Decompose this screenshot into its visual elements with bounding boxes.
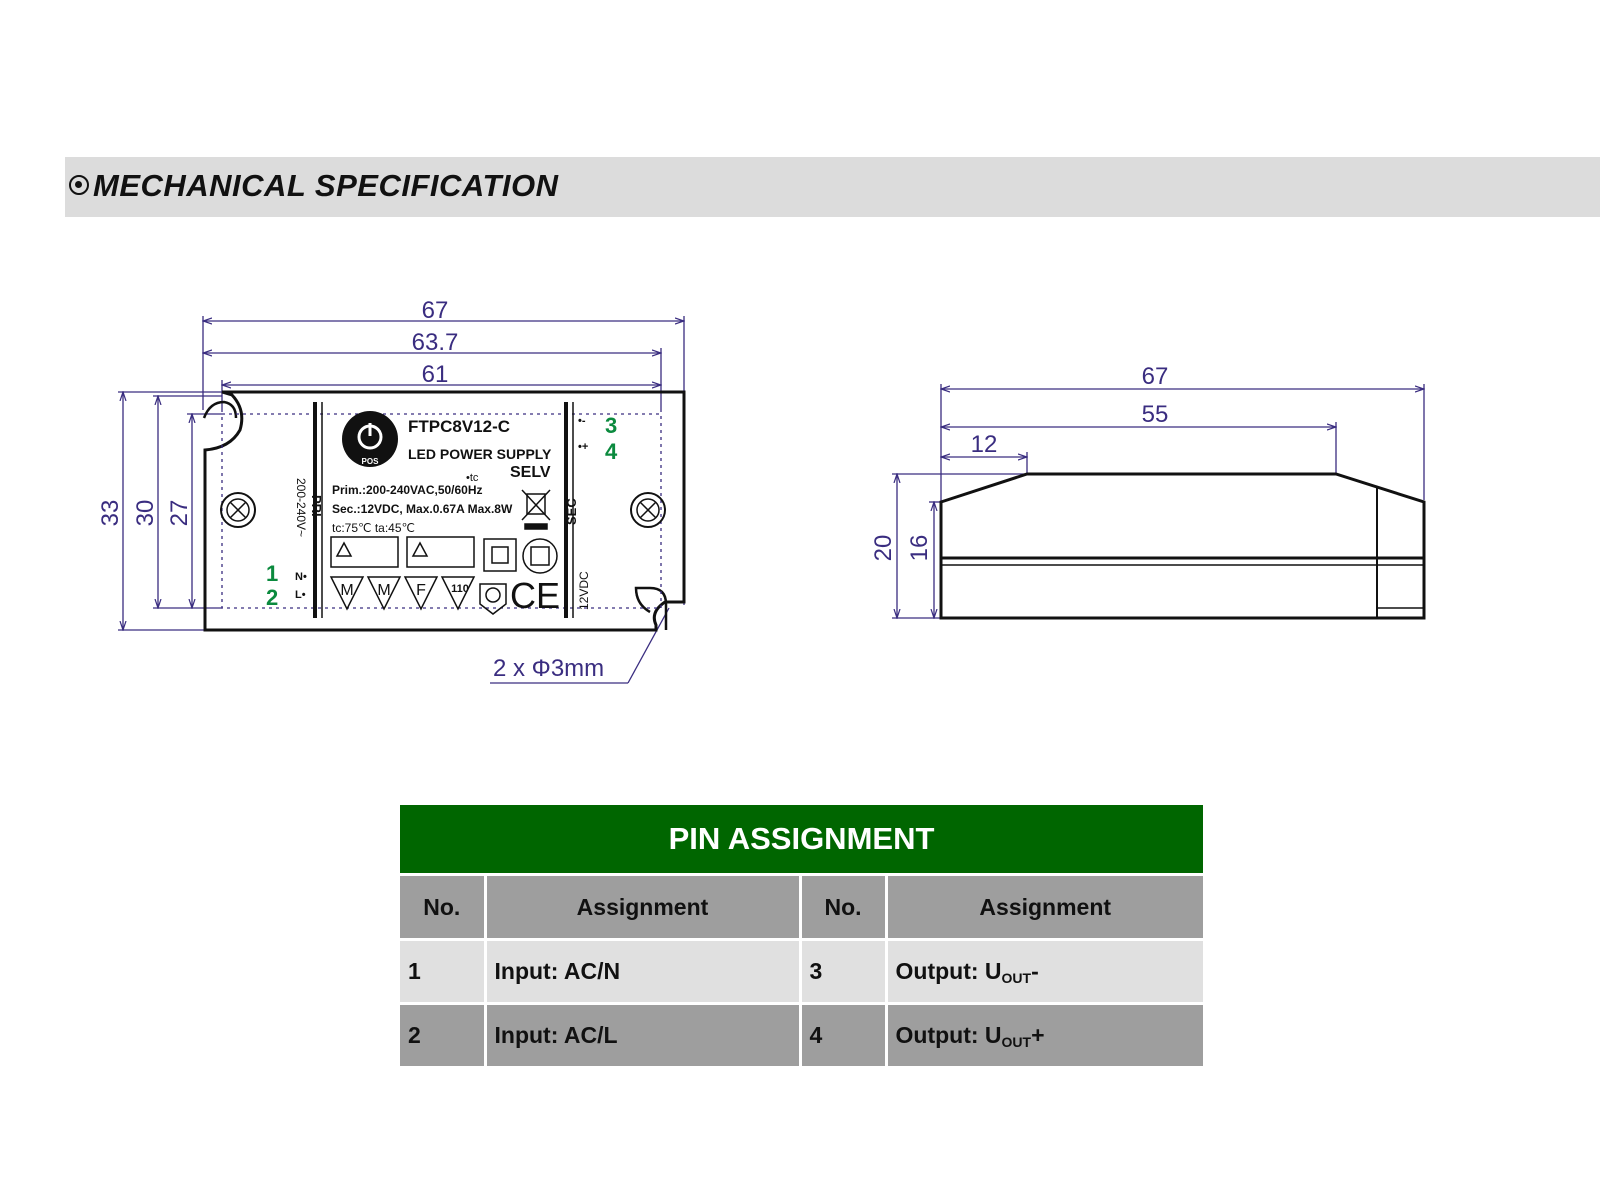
label-product: LED POWER SUPPLY xyxy=(408,446,552,462)
mark-m2: M xyxy=(377,582,390,599)
pin-cell-assignment: Input: AC/L xyxy=(485,1002,802,1066)
ring-bullet-icon xyxy=(69,174,89,195)
label-sec: Sec.:12VDC, Max.0.67A Max.8W xyxy=(332,502,513,516)
label-sec-side: SEC xyxy=(564,498,579,525)
left-screw-icon xyxy=(220,492,256,528)
pin-cell-assignment: Input: AC/N xyxy=(485,938,802,1004)
dim-height-27: 27 xyxy=(166,500,193,527)
certification-marks xyxy=(329,536,558,615)
pin-cell-no: 3 xyxy=(800,938,888,1004)
section-title: MECHANICAL SPECIFICATION xyxy=(69,168,559,204)
pin-table-header-assignment-right: Assignment xyxy=(886,873,1203,940)
ce-mark: CE xyxy=(510,575,560,616)
label-selv: SELV xyxy=(510,464,551,481)
hole-note: 2 x Φ3mm xyxy=(493,655,604,682)
table-row: 2 Input: AC/L 4 Output: UOUT+ xyxy=(400,1002,1203,1066)
label-prim: Prim.:200-240VAC,50/60Hz xyxy=(332,483,483,497)
pin-number-2: 2 xyxy=(266,585,278,610)
dim-width-67: 67 xyxy=(422,297,449,324)
table-row: 1 Input: AC/N 3 Output: UOUT- xyxy=(400,938,1203,1004)
power-logo-icon: POS xyxy=(342,411,398,467)
front-view: 67 63.7 61 33 30 27 2 x Φ3mm xyxy=(97,297,686,684)
mark-m1: M xyxy=(340,582,353,599)
mark-f: F xyxy=(416,582,426,599)
right-screw-icon xyxy=(630,492,666,528)
label-n-terminal: N• xyxy=(295,571,307,583)
pin-table-title: PIN ASSIGNMENT xyxy=(400,805,1203,875)
label-plus-terminal: •+ xyxy=(578,441,588,453)
label-pri-side: PRI xyxy=(309,495,324,517)
label-temps: tc:75℃ ta:45℃ xyxy=(332,521,415,535)
pin-number-3: 3 xyxy=(605,413,617,438)
pin-table-header-no-left: No. xyxy=(400,873,487,940)
side-dim-top-55: 55 xyxy=(1142,401,1169,428)
weee-bin-icon xyxy=(521,489,551,530)
pin-table-header-no-right: No. xyxy=(800,873,888,940)
label-model: FTPC8V12-C xyxy=(408,417,510,436)
pin-cell-no: 2 xyxy=(400,1002,487,1066)
label-minus-terminal: •- xyxy=(578,415,586,427)
pin-cell-assignment: Output: UOUT+ xyxy=(886,1002,1203,1066)
label-sec-voltage: 12VDC xyxy=(577,571,591,610)
svg-text:POS: POS xyxy=(362,457,380,466)
side-dim-chamfer-12: 12 xyxy=(971,431,998,458)
pin-cell-no: 4 xyxy=(800,1002,888,1066)
side-dim-height-20: 20 xyxy=(870,535,897,562)
pin-cell-assignment: Output: UOUT- xyxy=(886,938,1203,1004)
housing-outline xyxy=(203,390,686,632)
side-dim-length-67: 67 xyxy=(1142,363,1169,390)
side-housing-outline xyxy=(939,472,1426,620)
label-pri-voltage: 200-240V~ xyxy=(294,478,308,537)
label-tc-mark: •tc xyxy=(466,472,479,484)
side-view: 67 55 12 20 16 xyxy=(870,363,1426,620)
mark-110: 110 xyxy=(451,583,469,595)
dim-height-33: 33 xyxy=(97,500,124,527)
pin-table-header-assignment-left: Assignment xyxy=(485,873,802,940)
dim-width-63-7: 63.7 xyxy=(412,329,459,356)
dim-width-61: 61 xyxy=(422,361,449,388)
dim-height-30: 30 xyxy=(132,500,159,527)
pin-number-4: 4 xyxy=(605,439,618,464)
pin-number-1: 1 xyxy=(266,561,278,586)
pin-assignment-table: PIN ASSIGNMENT No. Assignment No. Assign… xyxy=(400,805,1203,1066)
label-l-terminal: L• xyxy=(295,589,306,601)
pin-cell-no: 1 xyxy=(400,938,487,1004)
section-header-bar xyxy=(65,157,1600,217)
side-dim-height-16: 16 xyxy=(906,535,933,562)
